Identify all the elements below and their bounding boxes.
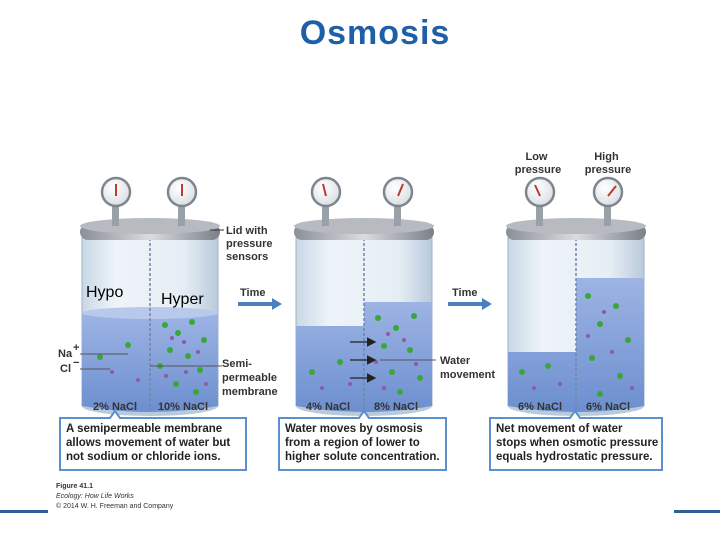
footer-bar-left	[0, 510, 48, 513]
svg-text:Ecology: How Life Works: Ecology: How Life Works	[56, 493, 134, 500]
water-movement-label: Water movement	[380, 355, 495, 381]
svg-text:Cl: Cl	[60, 363, 71, 375]
low-pressure-label: Low pressure	[515, 151, 561, 176]
svg-text:Time: Time	[240, 287, 265, 299]
footer-bar-right	[674, 510, 720, 513]
concentration-label: 4% NaCl	[306, 401, 350, 413]
concentration-label: 10% NaCl	[158, 401, 208, 413]
beaker-3	[506, 176, 646, 416]
page-title: Osmosis	[299, 14, 451, 52]
gauge-icon	[592, 176, 624, 226]
figure-credit: Figure 41.1 Ecology: How Life Works © 20…	[56, 483, 174, 510]
solute-particles	[97, 319, 208, 395]
concentration-label: 6% NaCl	[518, 401, 562, 413]
svg-text:Time: Time	[452, 287, 477, 299]
membrane-label: Semi- permeable membrane	[150, 358, 280, 398]
lid-label-text: Lid with pressure sensors	[226, 225, 276, 263]
gauge-icon	[100, 176, 132, 226]
hyper-note: Hyper	[161, 291, 204, 308]
gauge-icon	[382, 176, 414, 226]
concentration-label: 2% NaCl	[93, 401, 137, 413]
concentration-label: 8% NaCl	[374, 401, 418, 413]
svg-text:A semipermeable membrane: A semipermeable membrane allows movement…	[66, 423, 233, 463]
gauge-icon	[166, 176, 198, 226]
lid-label: Lid with pressure sensors	[210, 225, 276, 263]
solute-particles	[309, 313, 423, 395]
caption-box-1: A semipermeable membrane allows movement…	[59, 409, 247, 471]
svg-text:Water movement: Water movement	[440, 355, 495, 381]
high-pressure-label: High pressure	[585, 151, 631, 176]
hypo-note: Hypo	[86, 284, 123, 301]
svg-text:Water moves by osmosis f: Water moves by osmosis from a region of …	[285, 423, 440, 463]
gauge-icon	[524, 176, 556, 226]
ion-labels: Na + Cl −	[58, 342, 128, 375]
svg-text:Net movement of water st: Net movement of water stops when osmotic…	[496, 423, 662, 463]
svg-text:−: −	[73, 357, 79, 369]
svg-text:Semi- permeable me: Semi- permeable membrane	[222, 358, 280, 398]
svg-text:Na: Na	[58, 348, 73, 360]
caption-box-2: Water moves by osmosis from a region of …	[278, 409, 447, 471]
water-level	[82, 313, 218, 412]
time-arrow-2: Time	[448, 287, 492, 310]
svg-text:© 2014 W. H. Freeman and Compa: © 2014 W. H. Freeman and Company	[56, 502, 174, 510]
gauge-icon	[310, 176, 342, 226]
concentration-label: 6% NaCl	[586, 401, 630, 413]
svg-text:Figure 41.1: Figure 41.1	[56, 483, 93, 490]
svg-text:+: +	[73, 342, 79, 354]
beaker-2	[294, 176, 434, 416]
time-arrow-1: Time	[238, 287, 282, 310]
beaker-1	[80, 176, 220, 416]
caption-box-3: Net movement of water stops when osmotic…	[489, 409, 663, 471]
solute-particles	[519, 293, 634, 397]
